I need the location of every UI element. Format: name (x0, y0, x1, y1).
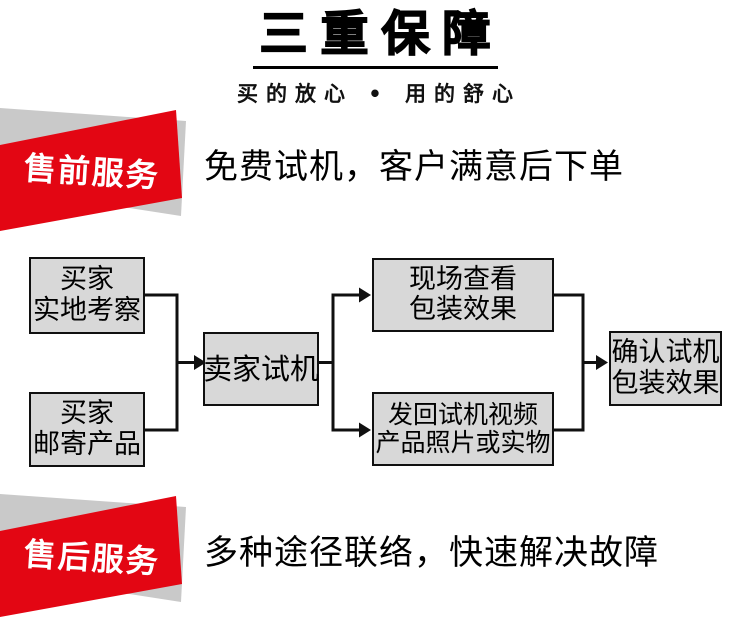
page-title: 三重保障 (259, 6, 504, 62)
header: 三重保障 买的放心 • 用的舒心 (0, 6, 750, 108)
ribbon-red-shape (0, 110, 182, 231)
node-label-line: 现场查看 (409, 263, 517, 295)
flow-node-send-back-proof: 发回试机视频 产品照片或实物 (372, 392, 554, 466)
ribbon-shape-svg (0, 494, 186, 617)
aftersale-ribbon: 售后服务 (0, 486, 200, 621)
node-label-line: 邮寄产品 (33, 428, 141, 460)
node-label-line: 确认试机 (611, 337, 720, 369)
node-label-line: 发回试机视频 (387, 400, 538, 429)
node-label-line: 买家 (60, 264, 114, 296)
arrowhead-into-onsite-icon (359, 287, 371, 303)
aftersale-ribbon-label: 售后服务 (22, 534, 161, 582)
presale-ribbon: 售前服务 (0, 100, 200, 240)
presale-ribbon-label: 售前服务 (22, 148, 161, 196)
ribbon-shape-svg (0, 108, 186, 231)
flow-node-buyer-mail-product: 买家 邮寄产品 (29, 392, 145, 467)
arrowhead-into-sendback-icon (359, 422, 371, 438)
node-label-line: 产品照片或实物 (375, 428, 551, 457)
flow-node-onsite-check: 现场查看 包装效果 (372, 258, 554, 332)
flow-node-seller-test-run: 卖家试机 (203, 332, 319, 406)
node-label-line: 包装效果 (409, 294, 517, 325)
flow-node-buyer-site-visit: 买家 实地考察 (29, 257, 145, 334)
node-label-line: 卖家试机 (203, 351, 320, 386)
node-label-line: 买家 (60, 398, 114, 430)
title-divider (252, 65, 498, 69)
node-label-line: 实地考察 (33, 294, 141, 326)
flow-node-confirm-result: 确认试机 包装效果 (609, 331, 722, 406)
presale-headline: 免费试机，客户满意后下单 (204, 147, 624, 187)
arrowhead-into-confirm-icon (596, 355, 608, 370)
subtitle: 买的放心 • 用的舒心 (236, 81, 522, 106)
node-label-line: 包装效果 (611, 367, 720, 399)
aftersale-headline: 多种途径联络，快速解决故障 (204, 533, 659, 573)
ribbon-red-shape (0, 496, 182, 617)
